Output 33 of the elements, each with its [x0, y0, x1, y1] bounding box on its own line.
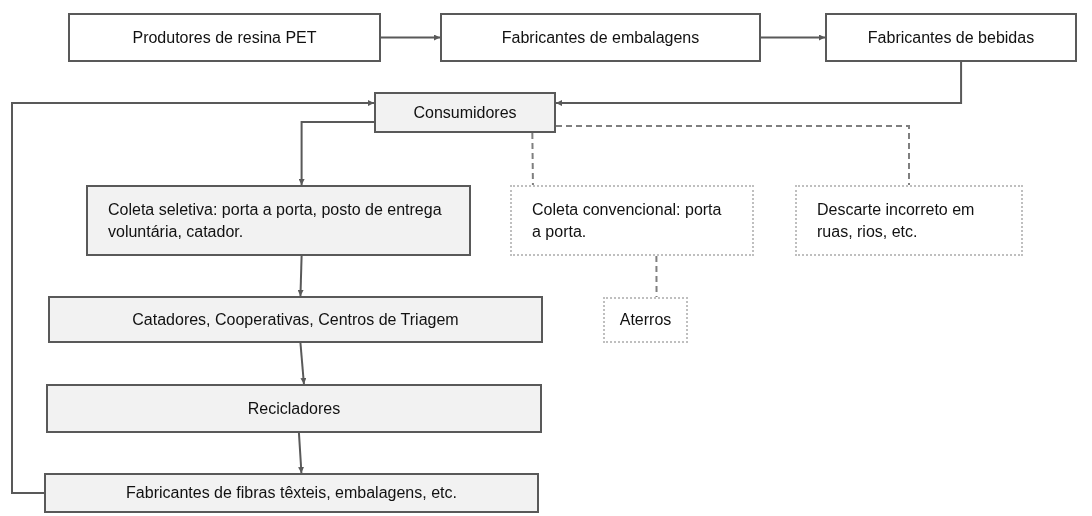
- node-label: Aterros: [619, 310, 672, 330]
- arrow: [555, 61, 963, 107]
- dotted-box: [603, 297, 688, 343]
- process-box: [46, 384, 542, 433]
- arrow: [380, 34, 441, 41]
- dashed-connector: [555, 125, 910, 186]
- arrow: [298, 120, 375, 186]
- dashed-connector: [655, 255, 658, 298]
- process-box: [44, 473, 539, 513]
- dotted-box: [510, 185, 754, 256]
- arrow: [297, 255, 304, 297]
- dashed-connector: [531, 132, 534, 186]
- arrow: [760, 34, 826, 41]
- process-box: [68, 13, 381, 62]
- process-box: [48, 296, 543, 343]
- node-label: Fabricantes de embalagens: [501, 27, 700, 48]
- dotted-box: [795, 185, 1023, 256]
- node-label: Fabricantes de fibras têxteis, embalagens, etc.: [126, 483, 457, 503]
- process-box: [440, 13, 761, 62]
- node-label: Produtores de resina PET: [132, 27, 317, 48]
- node-label: Coleta seletiva: porta a porta, posto de entrega voluntária, catador.: [108, 199, 443, 242]
- node-label: Coleta convencional: porta a porta.: [532, 199, 723, 242]
- process-box: [86, 185, 471, 256]
- arrow: [11, 100, 375, 494]
- node-label: Recicladores: [247, 398, 341, 419]
- node-label: Descarte incorreto em ruas, rios, etc.: [817, 199, 976, 242]
- node-label: Fabricantes de bebidas: [867, 27, 1035, 48]
- arrow: [297, 432, 305, 474]
- process-box: [825, 13, 1077, 62]
- arrow: [299, 342, 307, 385]
- node-label: Catadores, Cooperativas, Centros de Triagem: [132, 309, 459, 330]
- node-label: Consumidores: [413, 102, 517, 123]
- process-box: [374, 92, 556, 133]
